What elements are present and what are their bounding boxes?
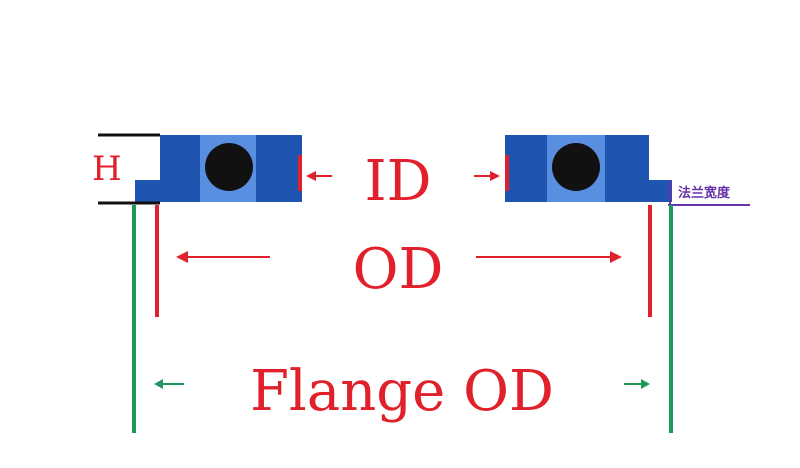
left-flange-lip — [135, 180, 165, 202]
od-arrow-right — [476, 251, 622, 263]
left-seal-body-outer — [160, 135, 202, 202]
od-label: OD — [353, 237, 444, 302]
right-o-ring — [552, 143, 600, 191]
left-seal-body-right — [256, 135, 302, 202]
left-seal-section — [135, 135, 302, 202]
right-flange-lip — [645, 180, 672, 202]
od-arrow-left — [176, 251, 270, 263]
height-label: H — [92, 149, 122, 189]
id-arrow-right — [474, 171, 500, 181]
flange-od-arrow-left — [154, 379, 184, 389]
right-seal-body-left — [505, 135, 549, 202]
flange-od-arrow-right — [624, 379, 650, 389]
right-id-marker — [505, 155, 509, 191]
left-od-line — [155, 205, 159, 317]
left-flange-od-line — [132, 205, 136, 433]
id-label: ID — [364, 149, 431, 214]
right-od-line — [648, 205, 652, 317]
id-arrow-left — [306, 171, 332, 181]
right-seal-body-right — [605, 135, 649, 202]
right-seal-section — [505, 135, 672, 202]
flange-width-marker — [668, 180, 750, 206]
left-id-marker — [298, 155, 302, 191]
right-flange-od-line — [669, 205, 673, 433]
left-o-ring — [205, 143, 253, 191]
height-bracket — [98, 133, 160, 205]
flange-width-label: 法兰宽度 — [678, 185, 731, 200]
flange-od-label: Flange OD — [250, 359, 554, 424]
